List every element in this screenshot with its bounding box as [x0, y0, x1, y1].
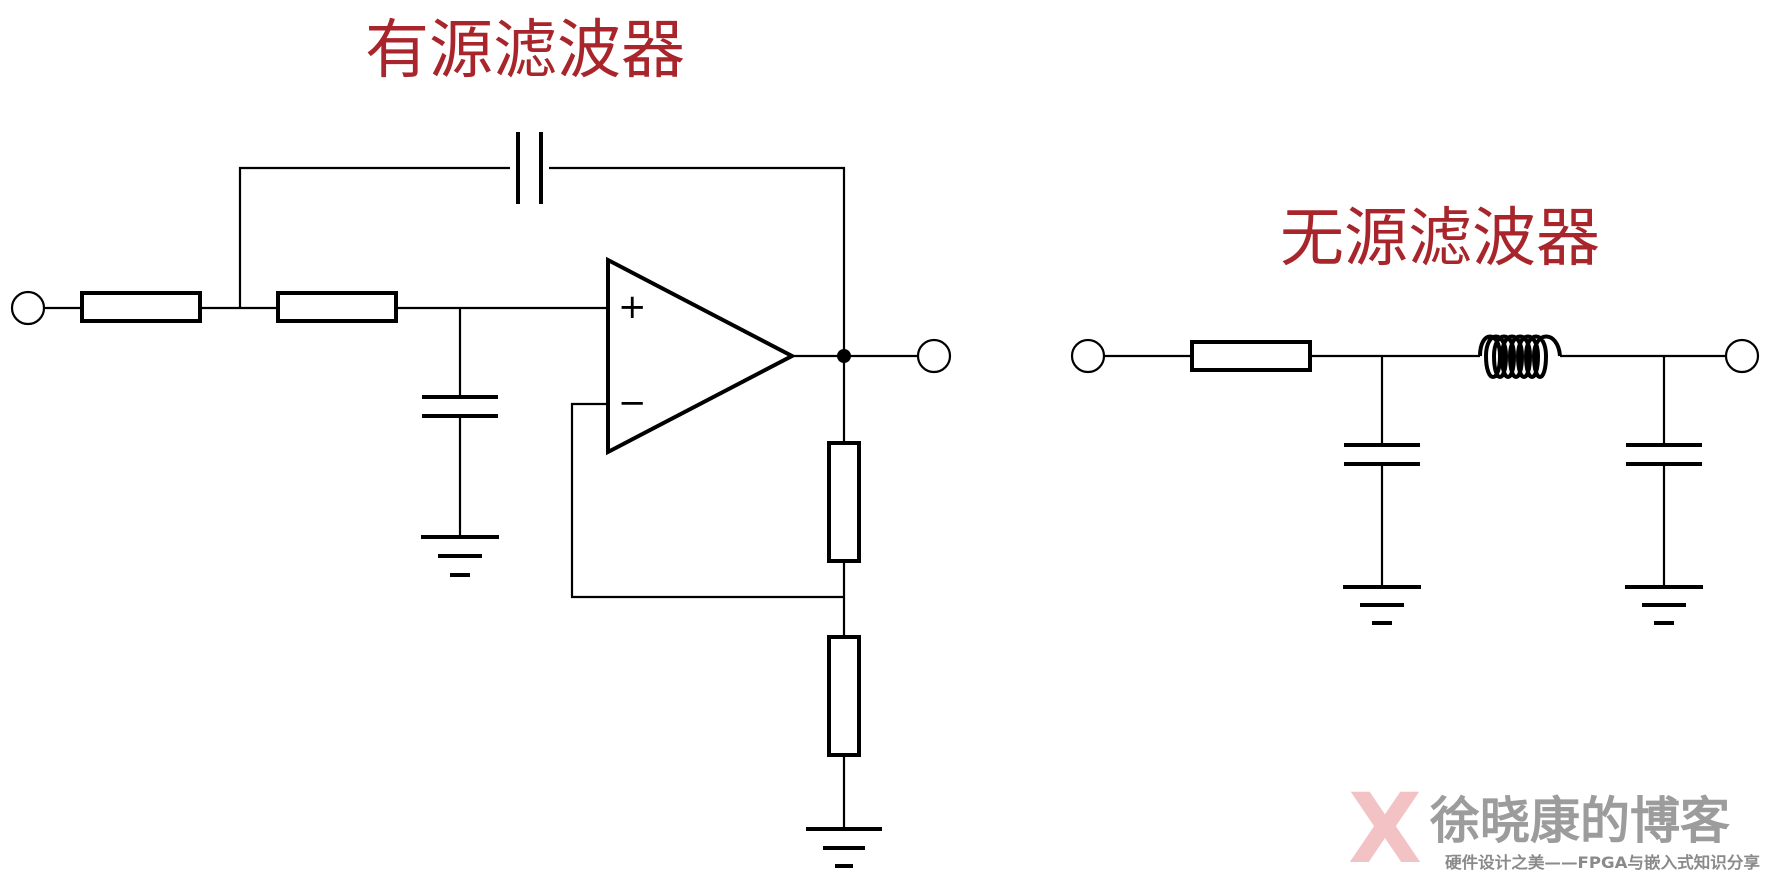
inductor-coil [1478, 334, 1562, 379]
passive-filter-title: 无源滤波器 [1280, 202, 1600, 276]
ground-symbol-4 [1625, 585, 1703, 625]
feedback-wire-left [238, 166, 510, 308]
opamp-plus-label: + [618, 287, 647, 327]
watermark-tagline: 硬件设计之美——FPGA与嵌入式知识分享 [1445, 853, 1760, 872]
active-input-terminal [10, 290, 46, 326]
ground-symbol-2 [806, 827, 882, 868]
watermark: X 徐晓康的博客 硬件设计之美——FPGA与嵌入式知识分享 [1348, 773, 1760, 878]
watermark-name: 徐晓康的博客 [1429, 792, 1730, 850]
active-resistor-r1 [80, 291, 202, 323]
ground-symbol-1 [421, 535, 499, 577]
passive-filter-circuit [1070, 334, 1760, 625]
passive-resistor [1190, 340, 1312, 372]
divider-resistor-r3 [827, 441, 861, 563]
active-filter-title: 有源滤波器 [365, 14, 685, 88]
feedback-wire-right [549, 166, 846, 356]
passive-output-terminal [1724, 338, 1760, 374]
active-filter-circuit: + − [10, 132, 952, 868]
active-output-terminal [916, 338, 952, 374]
ground-symbol-3 [1343, 585, 1421, 625]
opamp-minus-label: − [618, 383, 647, 423]
watermark-logo: X [1348, 773, 1422, 878]
passive-input-terminal [1070, 338, 1106, 374]
negative-feedback-wire [570, 402, 844, 599]
active-resistor-r2 [276, 291, 398, 323]
opamp-triangle [606, 256, 797, 456]
divider-resistor-r4 [827, 635, 861, 757]
